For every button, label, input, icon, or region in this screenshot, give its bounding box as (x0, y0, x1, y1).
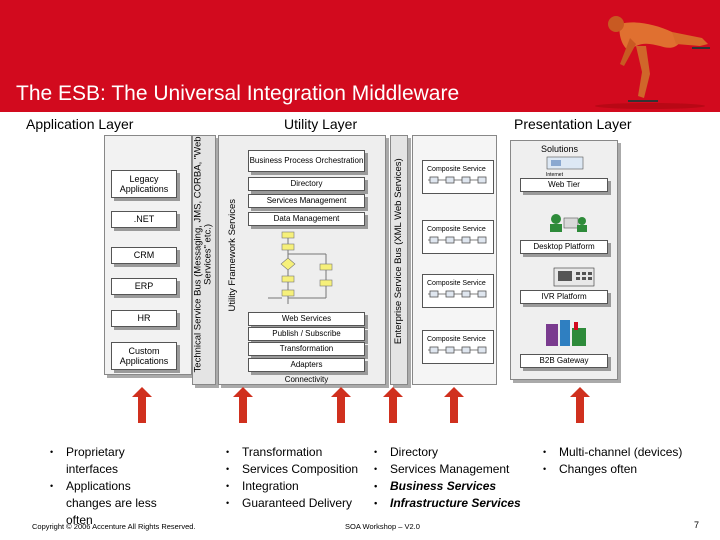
solutions-label: Solutions (541, 144, 579, 154)
ivr-platform-box: IVR Platform (520, 290, 608, 304)
bullet-item: Applications changes are less often (48, 478, 176, 529)
process-flow-diagram (268, 231, 333, 304)
directory-box: Directory (248, 177, 365, 191)
bullet-item: Transformation (224, 444, 374, 461)
custom-applications-box: Custom Applications (111, 342, 177, 370)
bullet-item: Changes often (541, 461, 711, 478)
copyright-footer: Copyright © 2006 Accenture All Rights Re… (32, 522, 196, 531)
bullet-item: Multi-channel (devices) (541, 444, 711, 461)
erp-box: ERP (111, 278, 177, 295)
utility-bullets: Transformation Services Composition Inte… (224, 444, 374, 512)
transformation-box: Transformation (248, 342, 365, 356)
slide-title: The ESB: The Universal Integration Middl… (16, 82, 460, 105)
connectivity-label: Connectivity (284, 374, 329, 384)
desktop-platform-box: Desktop Platform (520, 240, 608, 254)
bullet-item: Business Services (372, 478, 532, 495)
presentation-layer-heading: Presentation Layer (514, 116, 632, 132)
publish-subscribe-box: Publish / Subscribe (248, 327, 365, 341)
composite-service-3-label: Composite Service (427, 280, 486, 287)
bullet-item: Directory (372, 444, 532, 461)
web-tier-box: Web Tier (520, 178, 608, 192)
composite-service-2-label: Composite Service (427, 226, 486, 233)
bullet-item: Infrastructure Services (372, 495, 532, 512)
hr-box: HR (111, 310, 177, 327)
bullet-item: Guaranteed Delivery (224, 495, 374, 512)
composite-service-1-label: Composite Service (427, 166, 486, 173)
application-layer-heading: Application Layer (26, 116, 134, 132)
internet-icon (546, 156, 584, 170)
ivr-phone-icon (553, 267, 595, 287)
composite-service-flow-icons (428, 176, 487, 354)
crm-box: CRM (111, 247, 177, 264)
web-services-box: Web Services (248, 312, 365, 326)
presentation-bullets: Multi-channel (devices) Changes often (541, 444, 711, 478)
bullet-item: Proprietary interfaces (48, 444, 176, 478)
page-number: 7 (694, 520, 700, 530)
bpo-box: Business Process Orchestration (248, 150, 365, 172)
header-band (0, 0, 720, 112)
services-management-box: Services Management (248, 194, 365, 208)
utility-layer-heading: Utility Layer (284, 116, 358, 132)
application-bullets: Proprietary interfaces Applications chan… (48, 444, 176, 529)
legacy-applications-box: Legacy Applications (111, 170, 177, 198)
technical-service-bus (192, 135, 216, 385)
b2b-gateway-box: B2B Gateway (520, 354, 608, 368)
utility-framework-label: Utility Framework Services (226, 199, 238, 312)
composite-service-4-label: Composite Service (427, 336, 486, 343)
bullet-item: Services Management (372, 461, 532, 478)
red-arrows (132, 387, 590, 423)
desktop-users-icon (550, 214, 587, 232)
b2b-buildings-icon (546, 320, 586, 346)
speed-skater-image (595, 16, 710, 109)
enterprise-service-bus (390, 135, 408, 385)
internet-label: Internet (546, 172, 563, 178)
footer-center: SOA Workshop – V2.0 (345, 522, 420, 531)
data-management-box: Data Management (248, 212, 365, 226)
enterprise-service-bus-label: Enterprise Service Bus (XML Web Services… (392, 158, 404, 345)
dotnet-box: .NET (111, 211, 177, 228)
technical-service-bus-label: Technical Service Bus (Messaging, JMS, C… (192, 136, 214, 373)
bullet-item: Services Composition (224, 461, 374, 478)
adapters-box: Adapters (248, 358, 365, 372)
services-bullets: Directory Services Management Business S… (372, 444, 532, 512)
bullet-item: Integration (224, 478, 374, 495)
